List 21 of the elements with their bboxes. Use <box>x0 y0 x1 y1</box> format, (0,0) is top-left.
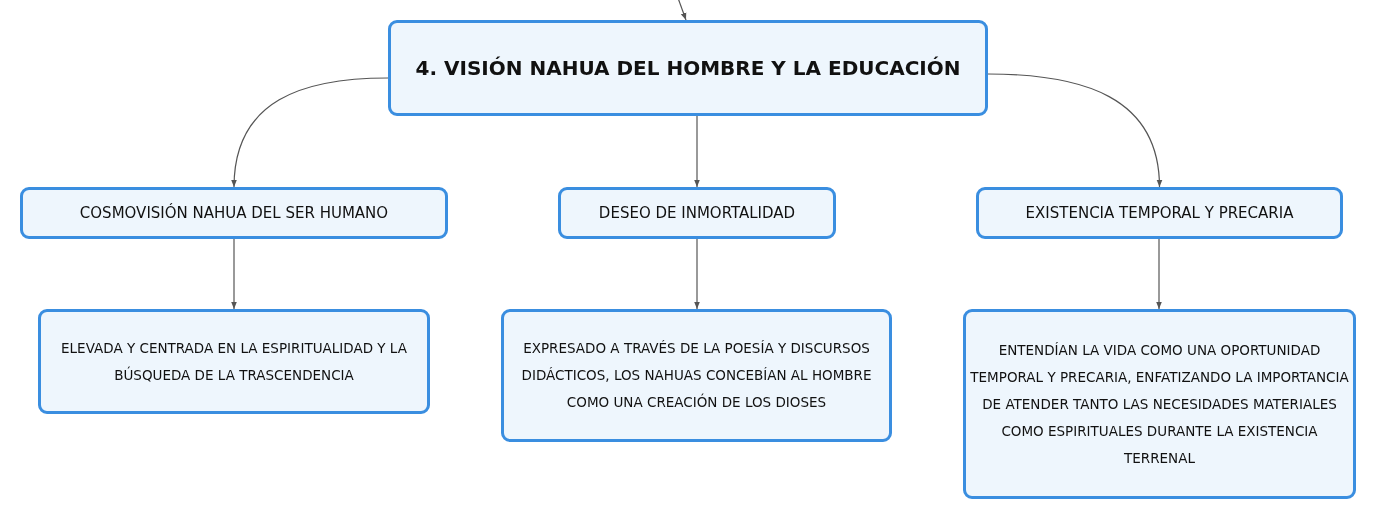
connector-arrow <box>1156 238 1162 310</box>
node-text: EXISTENCIA TEMPORAL Y PRECARIA <box>1025 204 1294 222</box>
connector-arrow <box>231 77 389 188</box>
connector-arrow <box>694 238 700 310</box>
connector-arrow <box>677 0 687 21</box>
topic-box <box>558 187 836 239</box>
connector-arrow <box>987 73 1162 188</box>
description-box <box>38 309 430 414</box>
node-text: COSMOVISIÓN NAHUA DEL SER HUMANO <box>79 204 389 222</box>
title-text: 4. VISIÓN NAHUA DEL HOMBRE Y LA EDUCACIÓN <box>415 56 961 80</box>
node-text: ELEVADA Y CENTRADA EN LA ESPIRITUALIDAD Y LA BÚSQUEDA DE LA TRASCENDENCIA <box>60 338 408 385</box>
topic-box <box>20 187 448 239</box>
connector-arrow <box>694 115 700 188</box>
connector-arrow <box>231 238 237 310</box>
title-box <box>388 20 988 116</box>
description-box <box>963 309 1356 499</box>
description-box <box>501 309 892 442</box>
node-text: EXPRESADO A TRAVÉS DE LA POESÍA Y DISCURSOS DIDÁCTICOS, LOS NAHUAS CONCEBÍAN AL HOMBRE COMO UNA CREACIÓN DE LOS DIOSES <box>520 339 873 412</box>
node-text: DESEO DE INMORTALIDAD <box>598 204 796 222</box>
node-text: ENTENDÍAN LA VIDA COMO UNA OPORTUNIDAD TEMPORAL Y PRECARIA, ENFATIZANDO LA IMPORTANCIA DE ATENDER TANTO LAS NECESIDADES MATERIALES COMO ESPIRITUALES DURANTE LA EXISTENCIA TERRENAL <box>970 340 1349 468</box>
topic-box <box>976 187 1343 239</box>
